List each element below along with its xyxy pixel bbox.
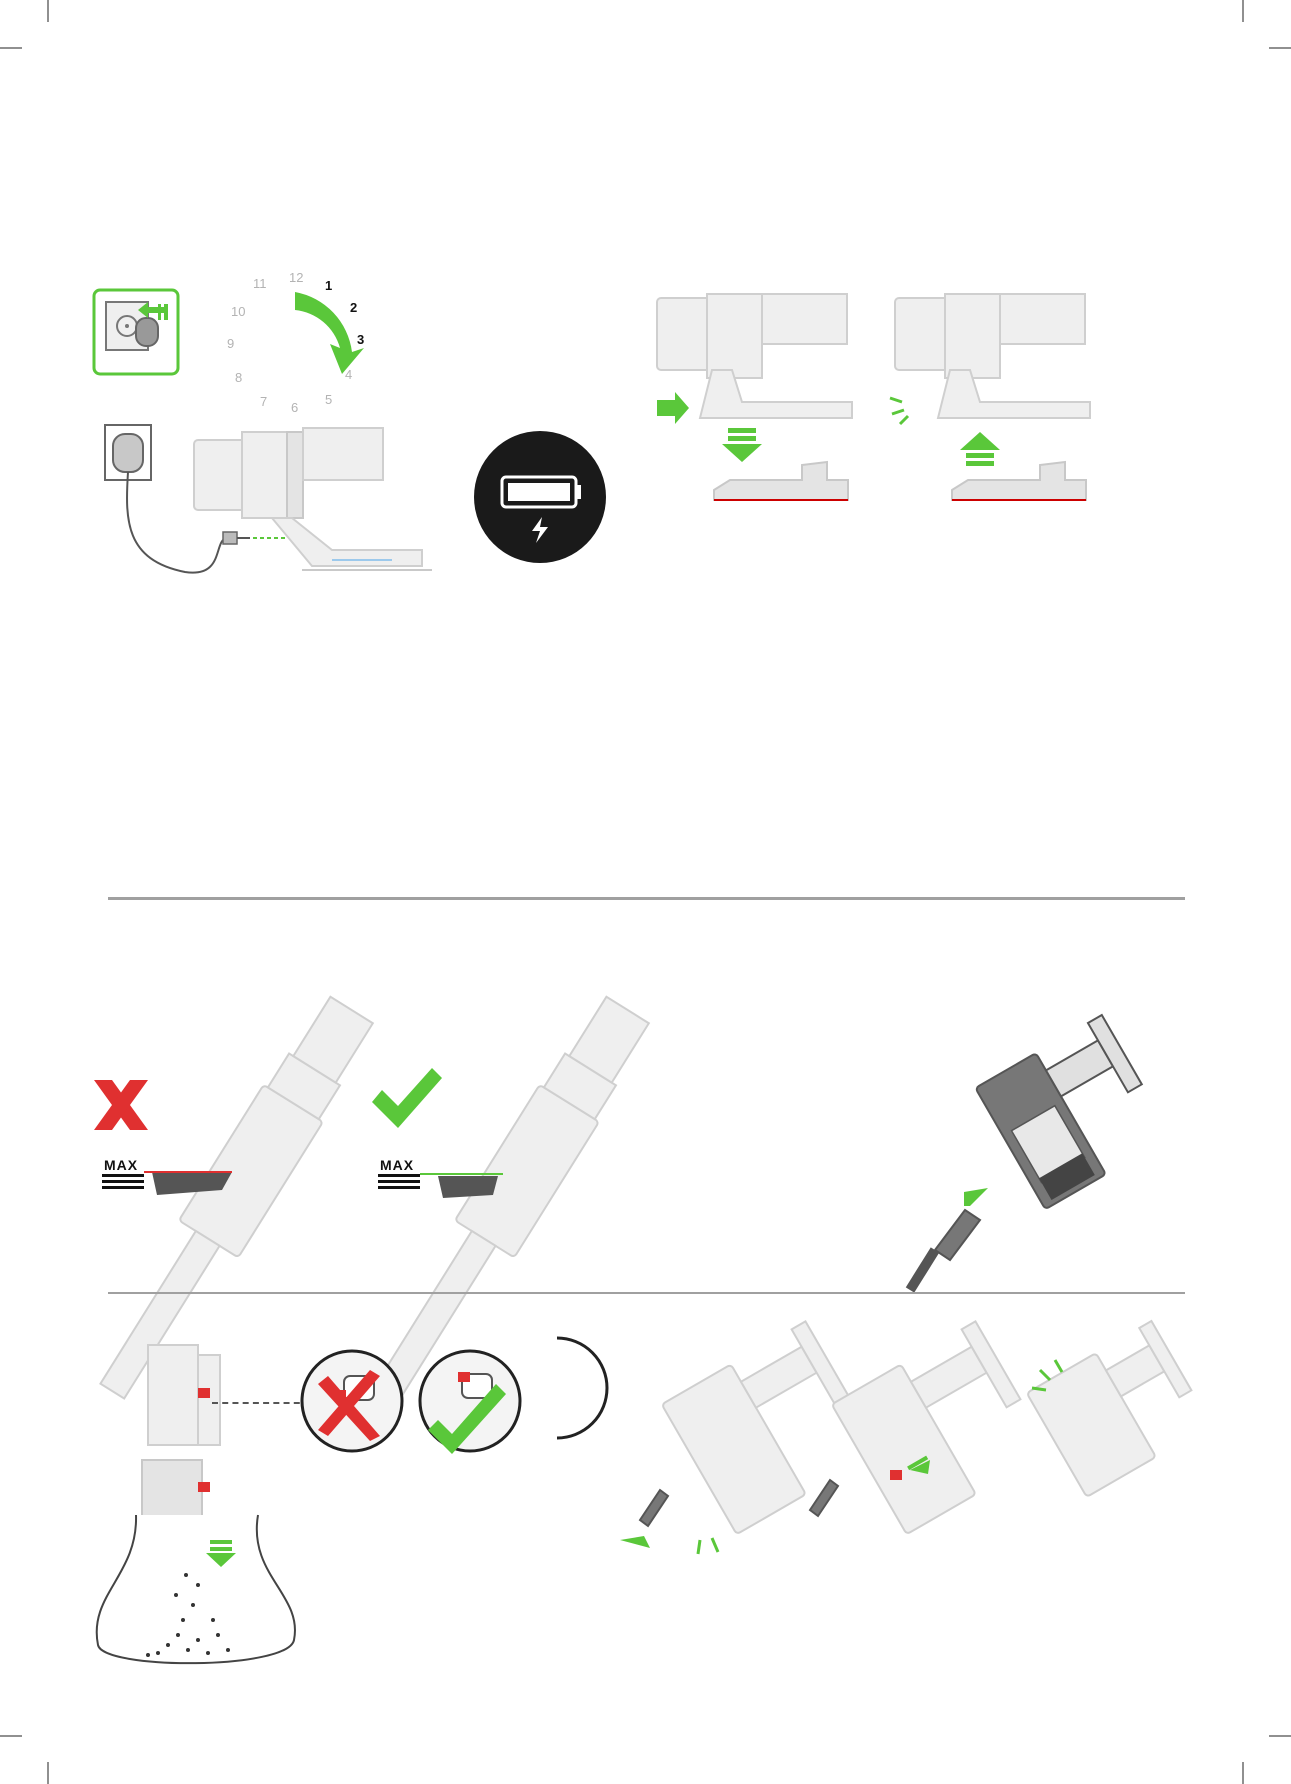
bin-overfilled-diagram: MAX	[92, 1040, 352, 1290]
clock-num-8: 8	[235, 370, 242, 385]
clock-num-7: 7	[260, 394, 267, 409]
bin-divider	[108, 1292, 1185, 1294]
clock-num-10: 10	[231, 304, 245, 319]
battery-insert-diagram	[890, 290, 1120, 520]
empty-bin-bag-diagram	[98, 1335, 318, 1675]
close-bin-diagram	[790, 1340, 1010, 1570]
clock-num-4: 4	[345, 367, 352, 382]
clock-num-2: 2	[350, 300, 357, 315]
next-callout-partial	[555, 1336, 595, 1446]
battery-remove-diagram	[652, 290, 882, 520]
bin-closed-diagram	[1010, 1330, 1190, 1510]
clock-num-9: 9	[227, 336, 234, 351]
clock-num-5: 5	[325, 392, 332, 407]
clock-diagram: 12 1 2 3 4 5 6 7 8 9 10 11	[205, 262, 405, 422]
max-label: MAX	[104, 1157, 138, 1173]
section-divider	[108, 897, 1185, 900]
clock-num-3: 3	[357, 332, 364, 347]
clock-num-11: 11	[253, 276, 267, 291]
max-label-2: MAX	[380, 1157, 414, 1173]
battery-charging-icon	[472, 429, 608, 565]
wrong-grip-callout	[300, 1346, 410, 1456]
wall-socket-icon	[92, 288, 182, 378]
clock-num-1: 1	[325, 278, 332, 293]
callout-connector	[212, 1402, 310, 1404]
clock-num-12: 12	[289, 270, 303, 285]
right-grip-callout	[418, 1346, 528, 1456]
bin-correct-diagram: MAX	[378, 1040, 638, 1290]
vacuum-handheld-charging	[192, 420, 432, 570]
clock-num-6: 6	[291, 400, 298, 415]
detach-wand-diagram	[910, 1020, 1180, 1290]
